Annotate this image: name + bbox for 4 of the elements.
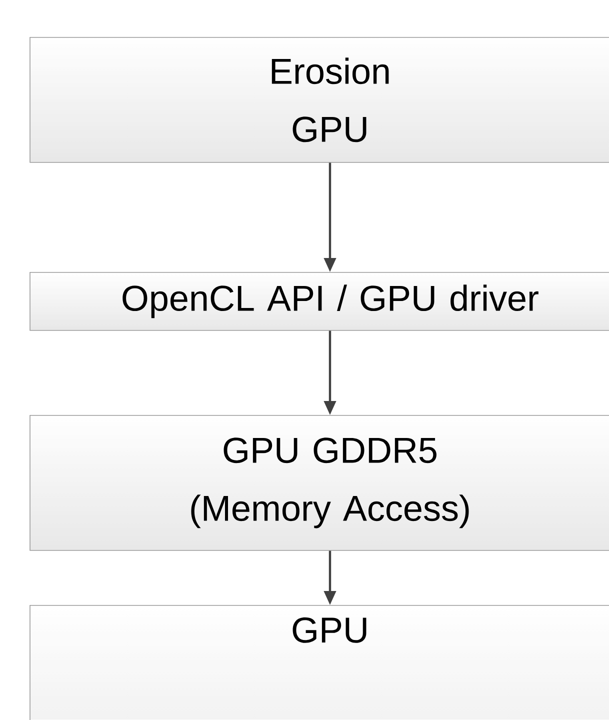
process-box: OpenCL API / GPU driver	[30, 272, 609, 331]
process-box: GPU	[30, 605, 609, 720]
process-box: GPU GDDR5 (Memory Access)	[30, 415, 609, 551]
process-box: Erosion GPU	[30, 37, 609, 163]
